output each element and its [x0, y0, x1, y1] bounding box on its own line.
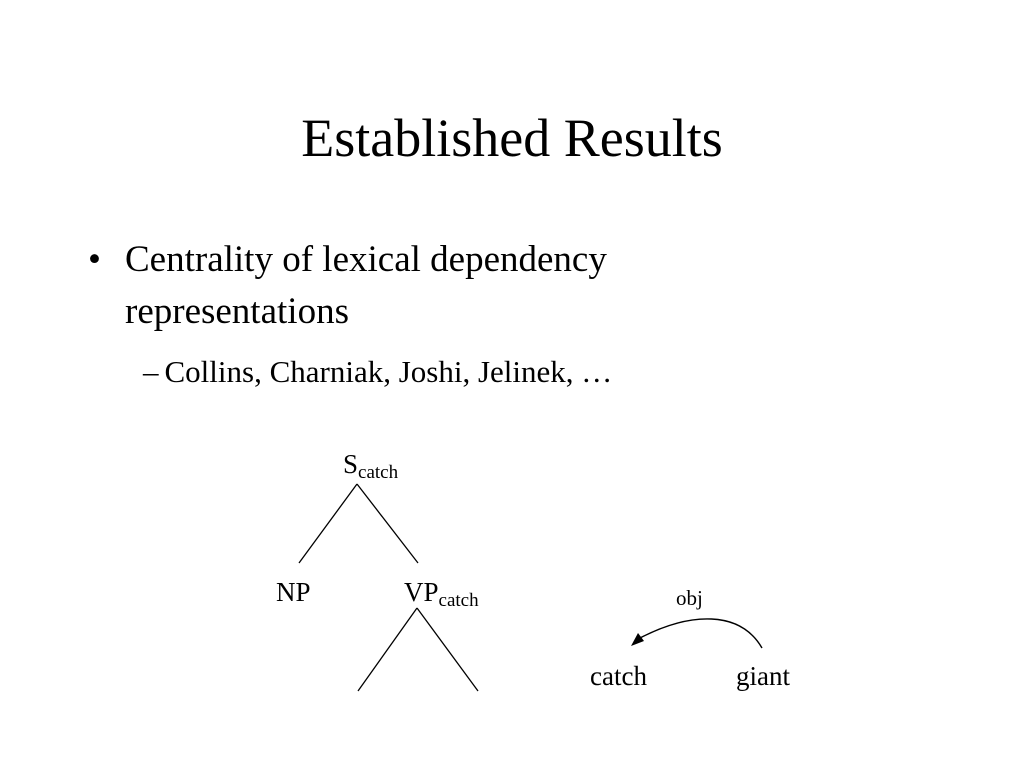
dependency-arc-label: obj — [676, 586, 703, 610]
tree-node-vp-head: catch — [438, 590, 479, 611]
dependency-arc — [639, 618, 763, 649]
sub-bullet-item: –Collins, Charniak, Joshi, Jelinek, … — [143, 350, 612, 394]
tree-node-np-label: NP — [276, 577, 311, 607]
tree-node-root: Scatch — [343, 447, 399, 483]
dependency-word-giant: giant — [736, 661, 790, 691]
tree-edge-vp-right — [416, 607, 479, 692]
sub-bullet-text: Collins, Charniak, Joshi, Jelinek, … — [164, 354, 613, 389]
bullet-marker: • — [88, 239, 101, 280]
tree-node-root-head: catch — [358, 462, 399, 483]
tree-node-vp-label: VP — [404, 577, 439, 607]
bullet-text: Centrality of lexical dependency represe… — [125, 239, 607, 332]
tree-node-np: NP — [276, 575, 311, 609]
tree-edge-root-right — [356, 483, 419, 564]
tree-node-root-label: S — [343, 449, 359, 479]
dependency-word-catch: catch — [590, 661, 647, 691]
tree-edge-root-left — [298, 483, 358, 564]
sub-bullet-marker: – — [143, 354, 159, 389]
tree-edge-vp-left — [357, 607, 418, 692]
dependency-arrowhead — [631, 633, 644, 646]
slide-title: Established Results — [301, 108, 723, 168]
tree-node-vp: VPcatch — [404, 575, 479, 611]
